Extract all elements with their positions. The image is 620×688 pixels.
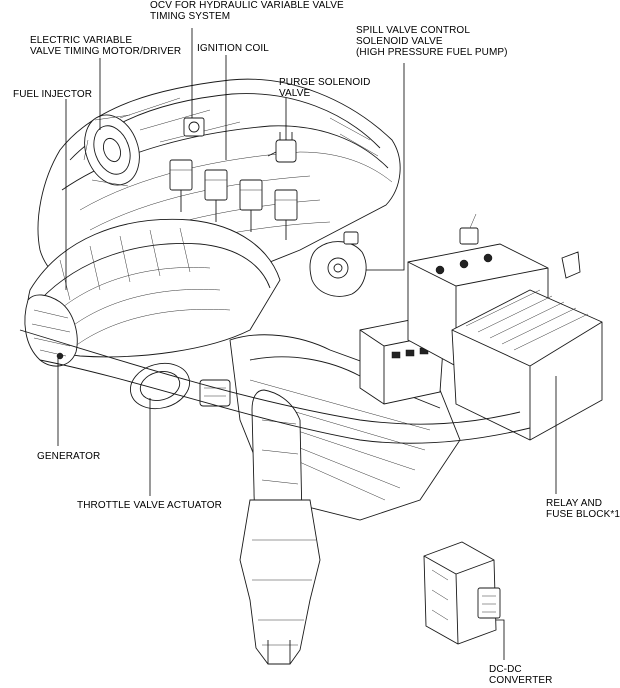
ignition-coils	[169, 159, 298, 240]
generator-label: GENERATOR	[37, 451, 101, 462]
throttle-body	[130, 362, 231, 410]
high-pressure-fuel-pump	[309, 231, 367, 297]
wire-harness	[19, 329, 531, 444]
generator	[24, 294, 78, 367]
fuel-injector-label: FUEL INJECTOR	[13, 89, 93, 100]
dcdc-converter	[423, 541, 501, 645]
ocv-valve	[183, 117, 205, 137]
throttle-actuator-label: THROTTLE VALVE ACTUATOR	[77, 500, 222, 511]
ignition-coil-label: IGNITION COIL	[197, 43, 269, 54]
electric-vvt-label: ELECTRIC VARIABLE VALVE TIMING MOTOR/DRI…	[30, 35, 182, 57]
leader-lines	[57, 28, 557, 660]
purge-solenoid-label: PURGE SOLENOID VALVE	[279, 77, 371, 99]
ocv-label: OCV FOR HYDRAULIC VARIABLE VALVE TIMING …	[150, 0, 344, 22]
intake-manifold	[27, 218, 281, 358]
purge-solenoid-valve	[267, 132, 297, 163]
spill-valve-label: SPILL VALVE CONTROL SOLENOID VALVE (HIGH…	[356, 25, 508, 58]
dcdc-converter-label: DC-DC CONVERTER	[489, 664, 553, 686]
relay-fuse-block	[451, 251, 603, 441]
air-inlet-snorkel	[239, 499, 321, 665]
relay-fuse-block-label: RELAY AND FUSE BLOCK*1	[546, 498, 620, 520]
